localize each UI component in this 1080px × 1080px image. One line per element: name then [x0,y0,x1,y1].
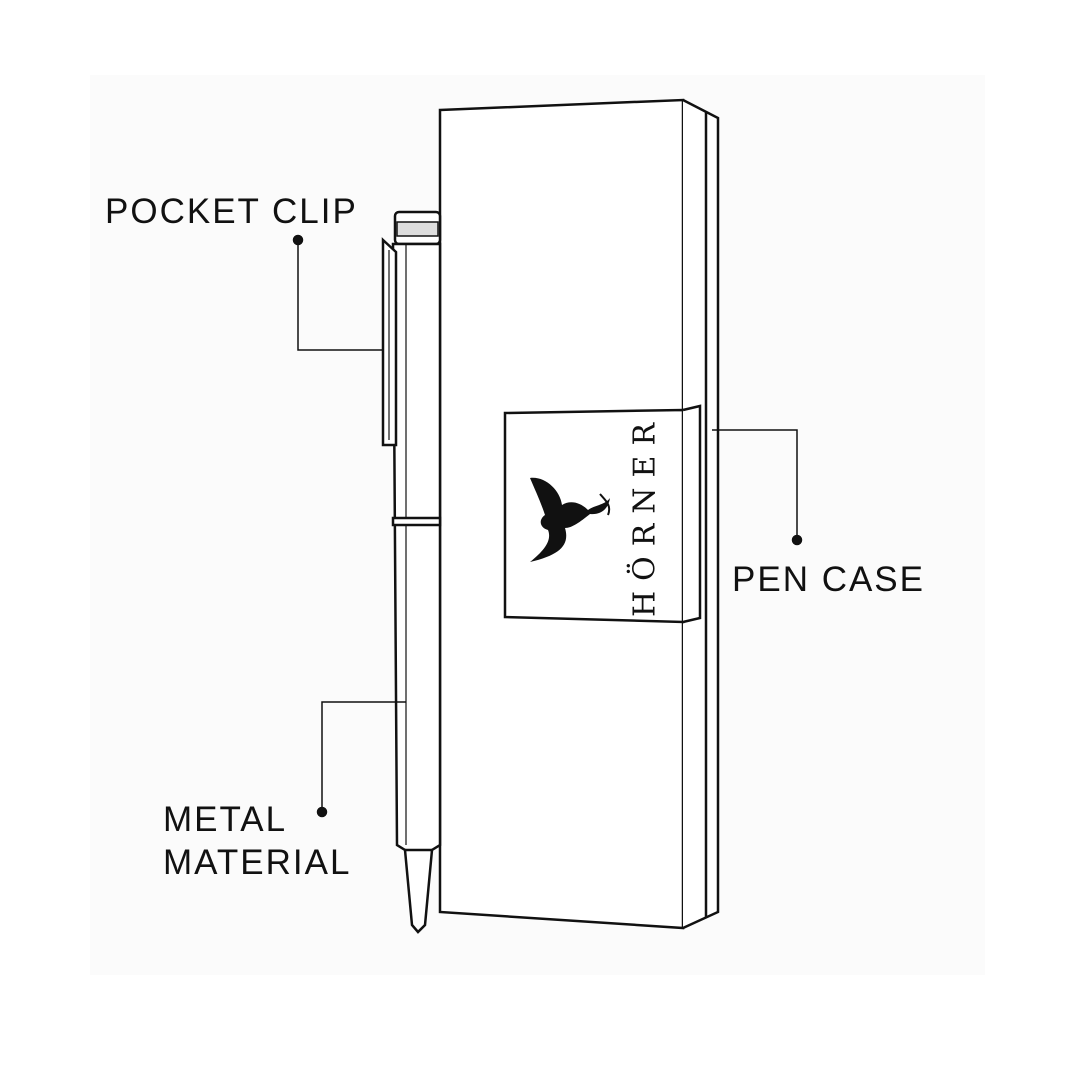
pen [381,210,442,934]
phoenix-icon [530,477,611,562]
brand-name: HÖRNER [627,412,663,618]
callout-lines [292,234,803,818]
case-label [503,404,702,624]
pen-case-label: PEN CASE [732,560,925,599]
metal-material-label-line2: MATERIAL [163,843,352,882]
metal-material-label-line1: METAL [163,800,288,839]
pocket-clip-label: POCKET CLIP [105,192,358,231]
